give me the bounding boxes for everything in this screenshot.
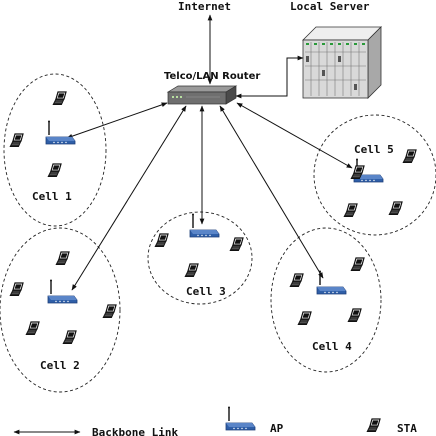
cell-2-label: Cell 2 [40,359,80,372]
server-link [235,55,304,99]
cell-5-label: Cell 5 [354,143,394,156]
cell-4-sta-icon [289,273,304,288]
server-rack-icon [302,26,382,99]
cell-4-boundary [270,227,382,373]
cell-3-label: Cell 3 [186,285,226,298]
backbone-link-cell-4 [219,105,324,279]
cell-2-sta-icon [55,251,70,266]
cell-4-sta-icon [297,311,312,326]
cell-2-sta-icon [62,330,77,345]
cell-4-sta-icon [350,257,365,272]
cell-1-label: Cell 1 [32,190,72,203]
legend-sta-icon [366,418,381,433]
legend-backbone-link-label: Backbone Link [92,426,178,436]
cell-2-sta-icon [9,282,24,297]
backbone-link-cell-2 [71,105,187,291]
cell-4-ap-icon [316,269,347,295]
cell-4-label: Cell 4 [312,340,352,353]
cell-5-sta-icon [343,203,358,218]
internet-label: Internet [178,0,231,13]
cell-3-sta-icon [184,263,199,278]
cell-5-sta-icon [402,149,417,164]
cell-1-sta-icon [47,163,62,178]
cell-2-sta-icon [25,321,40,336]
legend-sta-label: STA [397,422,417,435]
router-label: Telco/LAN Router [164,71,260,82]
legend-ap-icon [225,405,256,431]
cell-1-sta-icon [9,133,24,148]
cell-1-sta-icon [52,91,67,106]
cell-3-sta-icon [229,237,244,252]
backbone-link-cell-5 [236,102,353,169]
cell-2-sta-icon [102,304,117,319]
cell-1-ap-icon [45,119,76,145]
cell-2-boundary [0,227,121,393]
legend: Backbone Link AP STA [13,405,417,436]
cell-2-ap-icon [47,278,78,304]
cell-3-sta-icon [154,233,169,248]
cell-3-ap-icon [189,212,220,238]
backbone-link-cell-1 [66,102,168,139]
legend-ap-label: AP [270,422,284,435]
router-icon [166,85,238,105]
cell-1-boundary [3,73,107,227]
cell-5-sta-icon [388,201,403,216]
cell-4-sta-icon [347,308,362,323]
local-server-label: Local Server [290,0,370,13]
